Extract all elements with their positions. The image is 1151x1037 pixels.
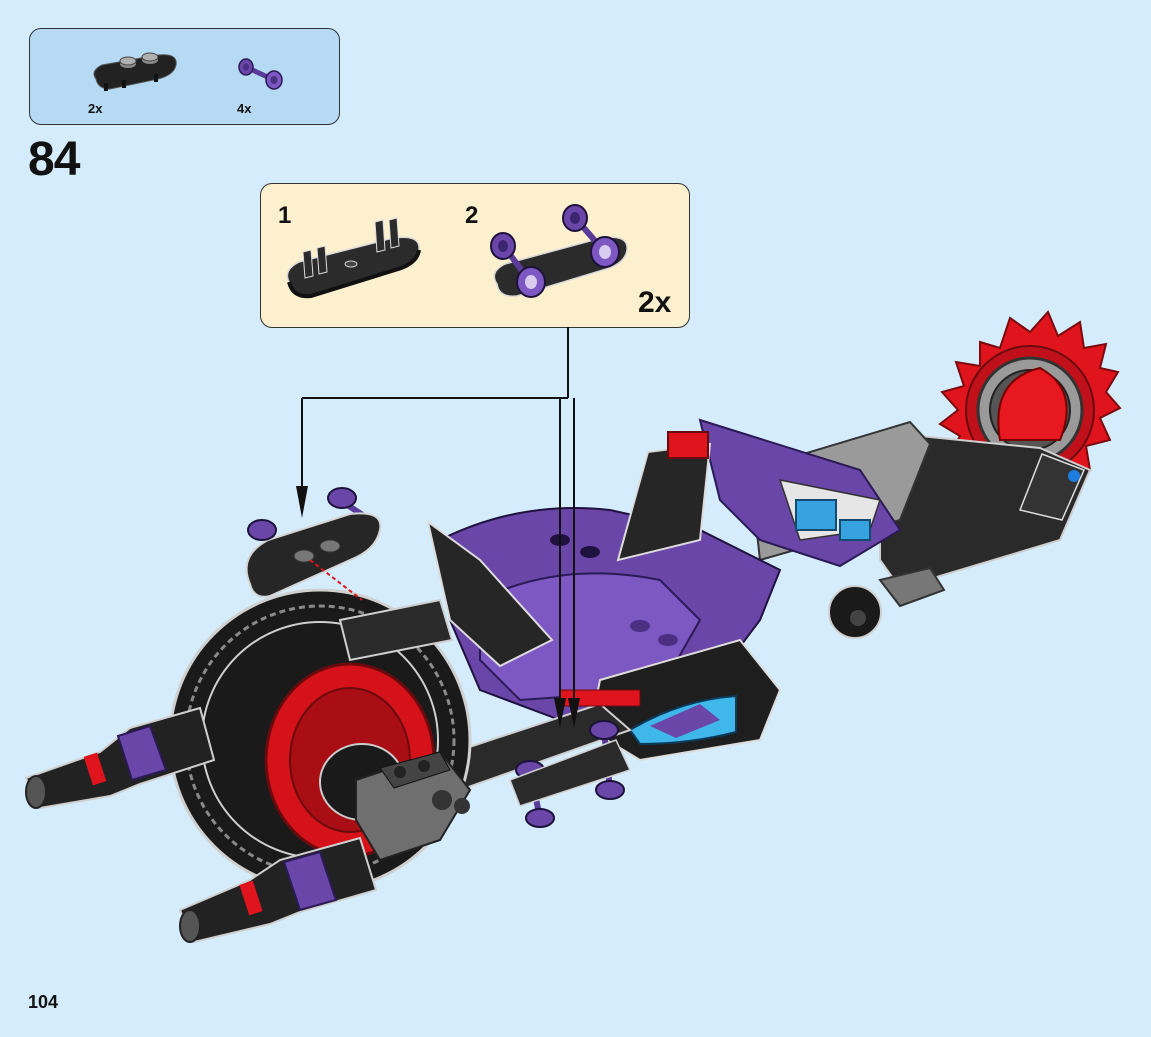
sub-assembly-multiplier: 2x <box>638 286 672 319</box>
page-number: 104 <box>28 992 59 1012</box>
exhaust-pipe <box>24 706 216 810</box>
sub-step-number: 1 <box>278 202 292 229</box>
purple-wheel-pin-icon <box>238 58 283 90</box>
sub-step-number: 2 <box>465 202 479 229</box>
arrow-head <box>568 698 580 728</box>
arrow-head <box>554 698 566 728</box>
exhaust-pipe <box>178 836 378 944</box>
plate-with-wheels-icon <box>490 204 628 298</box>
callout-arrow <box>301 327 575 710</box>
parts-list-box: 2x 4x <box>29 28 340 125</box>
plate-with-pins-icon <box>286 217 421 299</box>
sub-assembly-box: 1 2 2x <box>260 183 690 328</box>
attached-wheel-assembly <box>509 720 632 828</box>
attach-guide-line <box>309 559 363 601</box>
step-number: 84 <box>28 133 80 186</box>
loose-wheel-plate <box>245 487 382 598</box>
part-quantity: 4x <box>237 101 252 116</box>
part-quantity: 2x <box>88 101 103 116</box>
arrow-head <box>296 486 308 518</box>
plate-2-studs-icon <box>93 52 177 91</box>
